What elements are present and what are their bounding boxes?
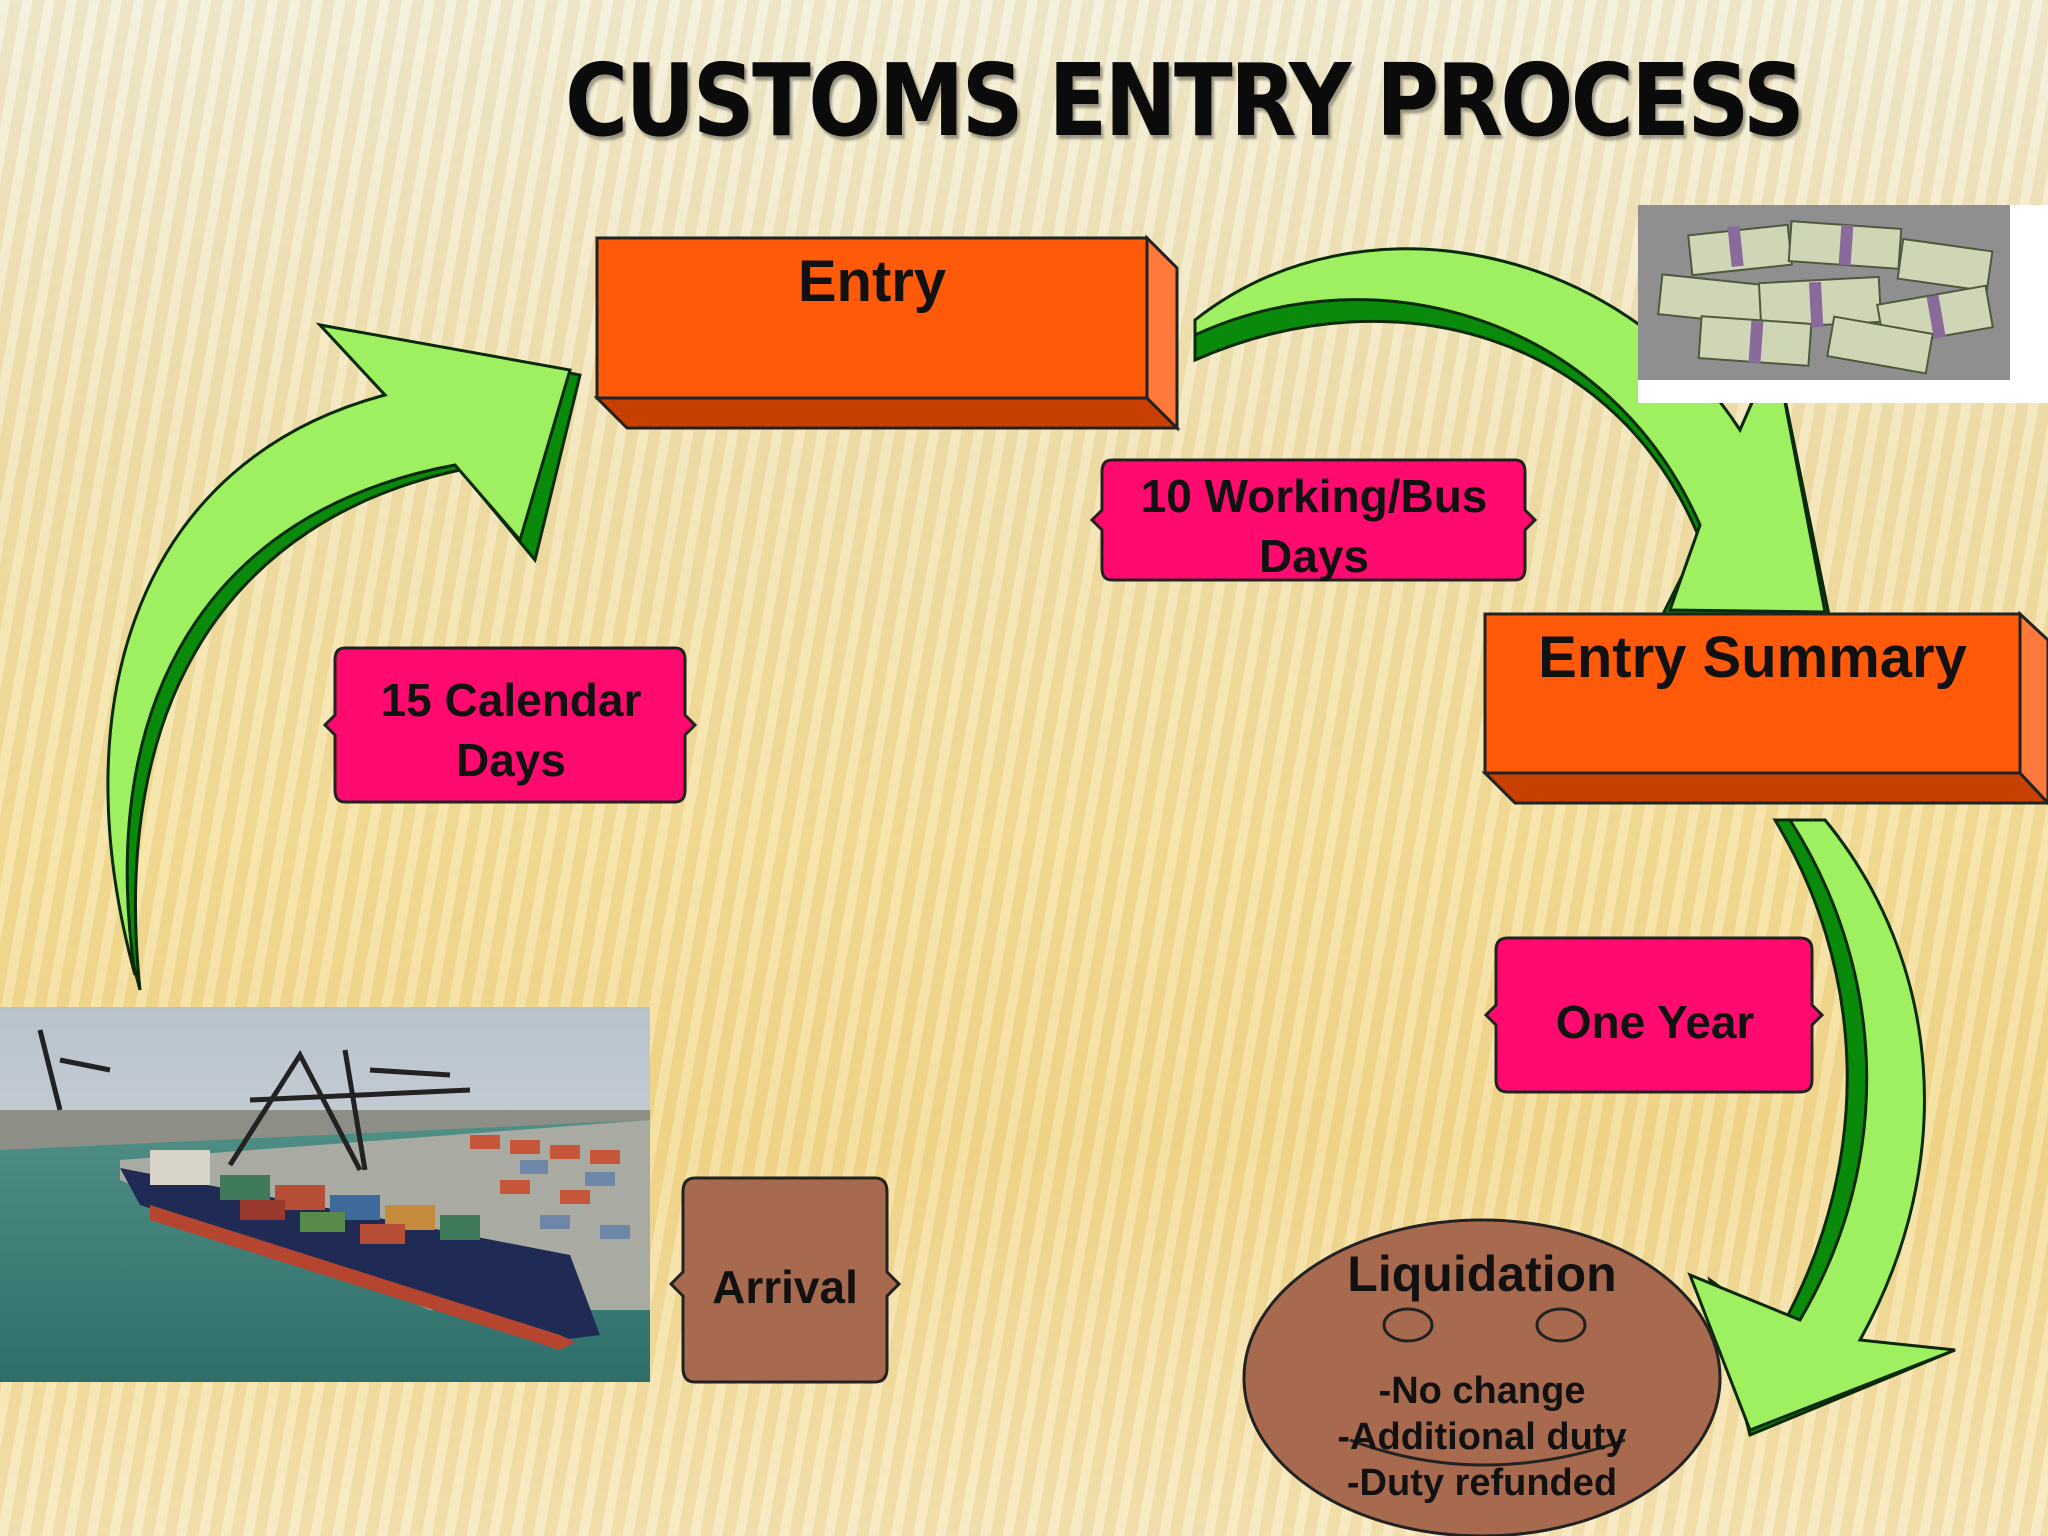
calendar-days-box bbox=[322, 646, 698, 804]
liquidation-label: Liquidation bbox=[1347, 1246, 1617, 1302]
entry-box bbox=[593, 234, 1181, 432]
arrow-arrival-to-entry bbox=[106, 322, 582, 991]
money-photo bbox=[1638, 205, 2048, 403]
entry-summary-label: Entry Summary bbox=[1538, 625, 1967, 690]
arrow-summary-to-liquidation bbox=[1687, 818, 1956, 1438]
liquidation-outcome-3: -Duty refunded bbox=[1346, 1462, 1618, 1504]
calendar-days-label: 15 Calendar Days bbox=[380, 674, 642, 786]
right-eye-icon bbox=[1535, 1307, 1587, 1343]
entry-label: Entry bbox=[797, 249, 947, 314]
arrival-label: Arrival bbox=[712, 1261, 858, 1313]
left-eye-icon bbox=[1382, 1307, 1434, 1343]
liquidation-outcome-2: -Additional duty bbox=[1337, 1416, 1627, 1458]
slide-title: CUSTOMS ENTRY PROCESS bbox=[565, 42, 1805, 159]
one-year-box bbox=[1483, 936, 1825, 1094]
arrow-entry-to-summary bbox=[1193, 247, 1832, 622]
one-year-label: One Year bbox=[1555, 996, 1755, 1048]
liquidation-outcome-1: -No change bbox=[1378, 1370, 1586, 1412]
working-days-label: 10 Working/Bus Days bbox=[1140, 470, 1488, 582]
entry-summary-box bbox=[1481, 610, 2048, 806]
ship-photo bbox=[0, 1007, 650, 1382]
working-days-box bbox=[1089, 458, 1538, 582]
arrival-box bbox=[668, 1176, 902, 1384]
liquidation-ellipse bbox=[1242, 1218, 1722, 1536]
smile-icon bbox=[1349, 1438, 1626, 1467]
